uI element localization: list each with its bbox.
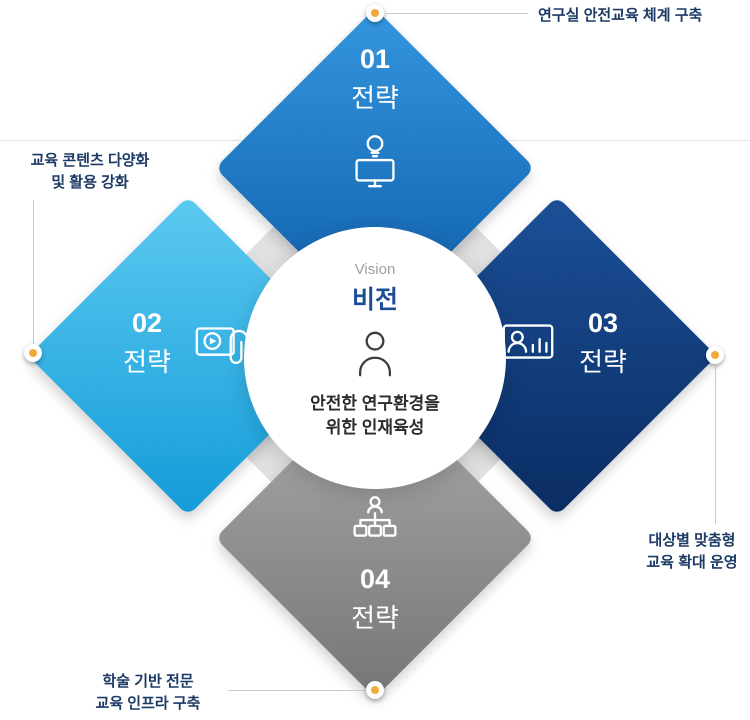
lightbulb-monitor-icon [355,135,395,188]
strategy-04-content: 04 전략 [295,492,455,635]
connector-dot-bottom [366,681,384,699]
strategy-02-number: 02 [131,308,163,338]
vision-label-ko: 비전 [351,286,398,314]
callout-left-line2: 및 활용 강화 [51,173,129,191]
callout-right: 대상별 맞춤형 교육 확대 운영 [618,530,750,574]
callout-left-line1: 교육 콘텐츠 다양화 [30,152,150,169]
connector-line-top-right [386,13,528,14]
strategy-04-number: 04 [359,564,391,594]
strategy-02-label: 전략 [123,347,171,377]
connector-dot-right [706,346,724,364]
callout-bottom-left-line2: 교육 인프라 구축 [95,694,201,712]
connector-line-right [715,366,716,524]
callout-bottom-left-line1: 학술 기반 전문 [102,673,194,690]
org-chart-icon [353,496,397,537]
connector-line-bottom-left [228,690,366,691]
strategy-01-number: 01 [359,44,391,74]
vision-statement: 안전한 연구환경을 위한 인재육성 [310,392,440,440]
callout-right-line2: 교육 확대 운영 [646,553,738,571]
strategy-03-content: 03 전략 [444,308,680,379]
callout-right-line1: 대상별 맞춤형 [648,532,736,549]
connector-dot-left [24,344,42,362]
person-icon [358,331,392,377]
callout-left: 교육 콘텐츠 다양화 및 활용 강화 [10,150,170,194]
callout-top-right: 연구실 안전교육 체계 구축 [538,5,702,27]
callout-bottom-left: 학술 기반 전문 교육 인프라 구축 [72,671,224,715]
strategy-03-label: 전략 [579,347,627,377]
strategy-02-content: 02 전략 [70,308,306,379]
vision-label-en: Vision [354,261,396,278]
callout-top-right-line1: 연구실 안전교육 체계 구축 [538,7,703,24]
vision-statement-line2: 위한 인재육성 [325,417,425,437]
person-chart-icon [502,323,554,359]
connector-dot-top [366,4,384,22]
connector-line-left [33,200,34,344]
vision-statement-line1: 안전한 연구환경을 [310,394,440,413]
vision-circle: Vision 비전 안전한 연구환경을 위한 인재육성 [244,227,506,489]
strategy-04-label: 전략 [351,603,399,633]
video-paperclip-icon [195,326,249,364]
strategy-01-content: 01 전략 [295,44,455,193]
strategy-01-label: 전략 [351,83,399,113]
strategy-03-number: 03 [587,308,619,338]
